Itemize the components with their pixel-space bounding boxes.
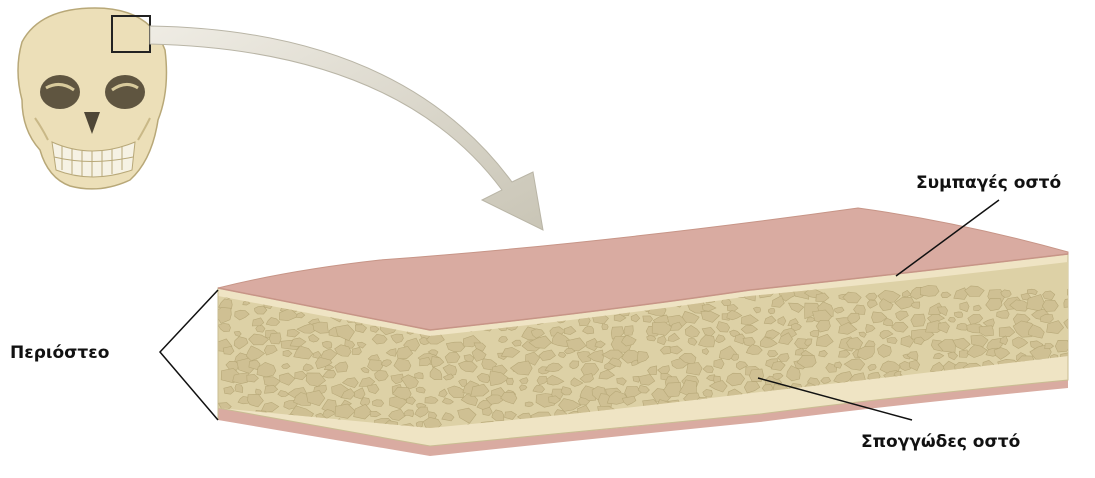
trabecular-cavity bbox=[810, 331, 819, 337]
trabecular-cavity bbox=[1067, 287, 1082, 298]
trabecular-cavity bbox=[887, 421, 898, 430]
trabecular-cavity bbox=[1032, 424, 1049, 437]
skull-icon bbox=[18, 8, 166, 189]
trabecular-cavity bbox=[1000, 421, 1010, 427]
trabecular-cavity bbox=[1060, 405, 1081, 419]
trabecular-cavity bbox=[761, 423, 773, 432]
trabecular-cavity bbox=[798, 423, 807, 432]
trabecular-cavity bbox=[1054, 398, 1070, 411]
curved-arrow-icon bbox=[150, 26, 543, 230]
trabecular-cavity bbox=[819, 423, 837, 435]
trabecular-cavity bbox=[813, 427, 821, 433]
trabecular-cavity bbox=[768, 309, 775, 314]
trabecular-cavity bbox=[967, 412, 985, 423]
trabecular-cavity bbox=[952, 413, 970, 425]
trabecular-cavity bbox=[955, 400, 963, 407]
trabecular-cavity bbox=[1064, 299, 1075, 308]
trabecular-cavity bbox=[926, 412, 933, 418]
trabecular-cavity bbox=[847, 420, 864, 430]
trabecular-cavity bbox=[940, 418, 957, 428]
trabecular-cavity bbox=[643, 316, 653, 322]
trabecular-cavity bbox=[1067, 360, 1079, 369]
trabecular-cavity bbox=[1019, 394, 1033, 403]
compact-bone-label: Συμπαγές οστό bbox=[916, 173, 1061, 193]
trabecular-cavity bbox=[971, 399, 978, 404]
trabecular-cavity bbox=[736, 425, 744, 432]
trabecular-cavity bbox=[912, 410, 920, 419]
trabecular-cavity bbox=[920, 285, 939, 296]
trabecular-cavity bbox=[749, 369, 763, 382]
trabecular-cavity bbox=[251, 428, 260, 434]
trabecular-cavity bbox=[988, 418, 997, 427]
trabecular-cavity bbox=[686, 363, 702, 376]
trabecular-cavity bbox=[777, 423, 797, 438]
trabecular-cavity bbox=[987, 409, 1001, 417]
trabecular-cavity bbox=[1013, 421, 1027, 430]
trabecular-cavity bbox=[1053, 424, 1072, 437]
bone-block bbox=[215, 208, 1084, 456]
trabecular-cavity bbox=[415, 373, 424, 379]
trabecular-cavity bbox=[962, 414, 980, 428]
trabecular-cavity bbox=[1051, 411, 1062, 418]
trabecular-cavity bbox=[938, 411, 953, 425]
trabecular-cavity bbox=[1017, 415, 1030, 421]
trabecular-cavity bbox=[1046, 401, 1053, 407]
trabecular-cavity bbox=[353, 347, 362, 354]
trabecular-cavity bbox=[887, 338, 897, 344]
spongy-bone-label: Σπογγώδες οστό bbox=[861, 432, 1020, 452]
trabecular-cavity bbox=[506, 378, 513, 384]
trabecular-cavity bbox=[984, 400, 1005, 413]
trabecular-cavity bbox=[1042, 300, 1058, 311]
trabecular-cavity bbox=[1000, 414, 1011, 421]
trabecular-cavity bbox=[1034, 398, 1048, 408]
periosteum-leader bbox=[160, 290, 218, 420]
trabecular-cavity bbox=[269, 333, 281, 344]
trabecular-cavity bbox=[806, 415, 813, 420]
trabecular-cavity bbox=[602, 324, 608, 330]
trabecular-cavity bbox=[624, 326, 633, 336]
trabecular-cavity bbox=[1052, 428, 1061, 435]
trabecular-cavity bbox=[226, 424, 236, 430]
periosteum-label: Περιόστεο bbox=[10, 343, 109, 363]
trabecular-cavity bbox=[916, 424, 924, 430]
trabecular-cavity bbox=[1037, 412, 1045, 419]
trabecular-cavity bbox=[852, 411, 866, 420]
trabecular-cavity bbox=[235, 385, 243, 393]
trabecular-cavity bbox=[372, 400, 383, 407]
trabecular-cavity bbox=[998, 394, 1013, 406]
trabecular-cavity bbox=[835, 362, 842, 368]
trabecular-cavity bbox=[835, 421, 842, 426]
trabecular-cavity bbox=[1068, 323, 1076, 329]
